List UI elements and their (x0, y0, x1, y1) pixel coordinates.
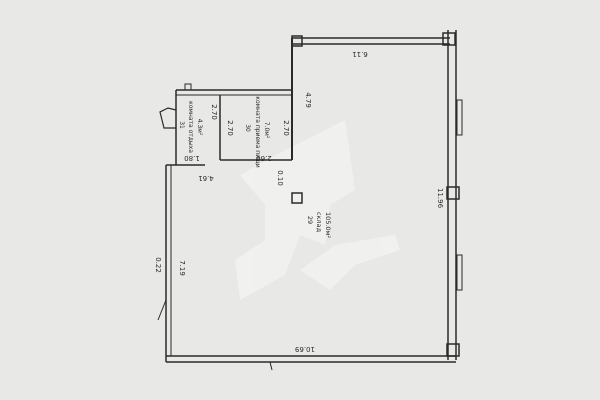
room-31-label: 31 комната отдыха 4.3м² (178, 101, 203, 153)
dim-right-wall: 11.96 (436, 188, 444, 209)
room-29-number: 29 (306, 216, 314, 224)
dim-left-offset: 0.22 (154, 257, 162, 273)
dim-bottom-wall: 10.69 (295, 345, 315, 353)
dimension-labels: 6.11 11.96 10.69 7.19 0.22 4.79 1.80 4.6… (154, 50, 444, 353)
dim-gap: 0.10 (276, 170, 284, 186)
room-30-name: комната приема пищи (254, 96, 261, 167)
dim-top-wall: 6.11 (352, 50, 368, 58)
dim-r31-height: 2.70 (210, 104, 218, 120)
room-31-name: комната отдыха (187, 101, 194, 153)
room-31-number: 31 (178, 121, 185, 129)
columns (291, 32, 460, 357)
dim-left-wall: 7.19 (178, 260, 186, 276)
dim-small-width: 1.80 (184, 154, 200, 162)
walls (157, 30, 457, 371)
room-29-area: 105.0м² (324, 212, 332, 239)
room-30-area: 7.0м² (263, 122, 270, 139)
dim-r30-left: 2.70 (226, 120, 234, 136)
dim-r30-right: 2.70 (282, 120, 290, 136)
dim-corridor-wall: 4.79 (304, 92, 312, 108)
window-marks (456, 99, 463, 291)
room-30-label: 30 комната приема пищи 7.0м² (244, 96, 270, 167)
room-31-area: 4.3м² (196, 119, 203, 136)
dim-room30-width: 2.60 (256, 154, 272, 162)
dim-room-width: 4.61 (198, 174, 214, 182)
room-30-number: 30 (244, 124, 251, 132)
room-29-label: 29 склад 105.0м² (306, 212, 332, 239)
watermark-logo (235, 120, 400, 300)
room-29-name: склад (315, 212, 323, 233)
